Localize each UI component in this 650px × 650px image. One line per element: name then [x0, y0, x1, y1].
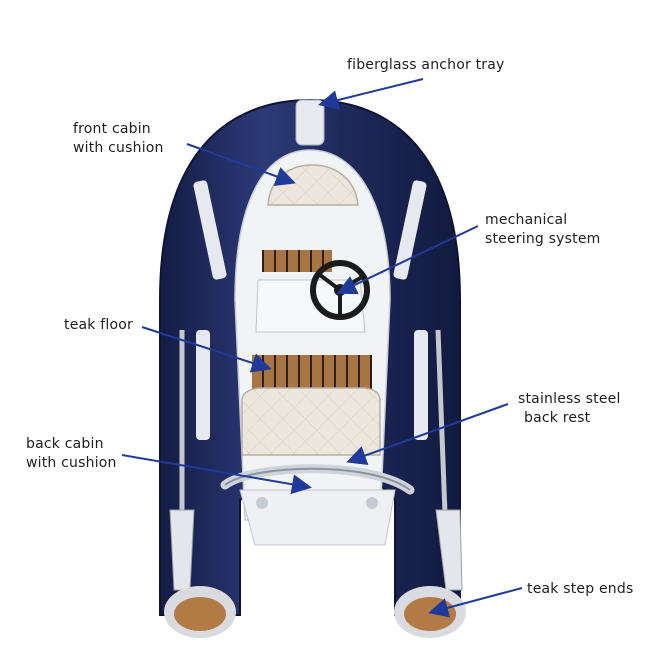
label-back-cabin-line1: back cabin: [26, 436, 104, 452]
oars: [169, 329, 463, 591]
label-anchor-tray-text: fiberglass anchor tray: [347, 57, 505, 73]
label-teak-floor: teak floor: [64, 316, 133, 335]
label-back-rest: stainless steel back rest: [518, 390, 621, 428]
label-steering-line1: mechanical: [485, 212, 568, 228]
label-back-cabin: back cabin with cushion: [26, 435, 117, 473]
pointer-arrows: [121, 78, 523, 618]
label-front-cabin-line2: with cushion: [73, 140, 164, 156]
front-teak: [262, 250, 332, 272]
label-back-rest-line1: stainless steel: [518, 391, 621, 407]
label-steering: mechanical steering system: [485, 211, 600, 249]
side-panels: [193, 180, 428, 440]
label-steering-line2: steering system: [485, 231, 601, 247]
label-teak-floor-text: teak floor: [64, 317, 133, 333]
stern: [239, 489, 396, 546]
anchor-tray: [295, 99, 325, 146]
teak-step-ends: [164, 586, 466, 638]
back-cushion: [241, 387, 381, 456]
label-back-cabin-line2: with cushion: [26, 455, 117, 471]
label-anchor-tray: fiberglass anchor tray: [347, 56, 505, 75]
label-step-ends: teak step ends: [527, 580, 633, 599]
label-step-ends-text: teak step ends: [527, 581, 634, 597]
label-front-cabin: front cabin with cushion: [73, 120, 164, 158]
label-front-cabin-line1: front cabin: [73, 121, 151, 137]
label-back-rest-line2: back rest: [524, 410, 591, 426]
